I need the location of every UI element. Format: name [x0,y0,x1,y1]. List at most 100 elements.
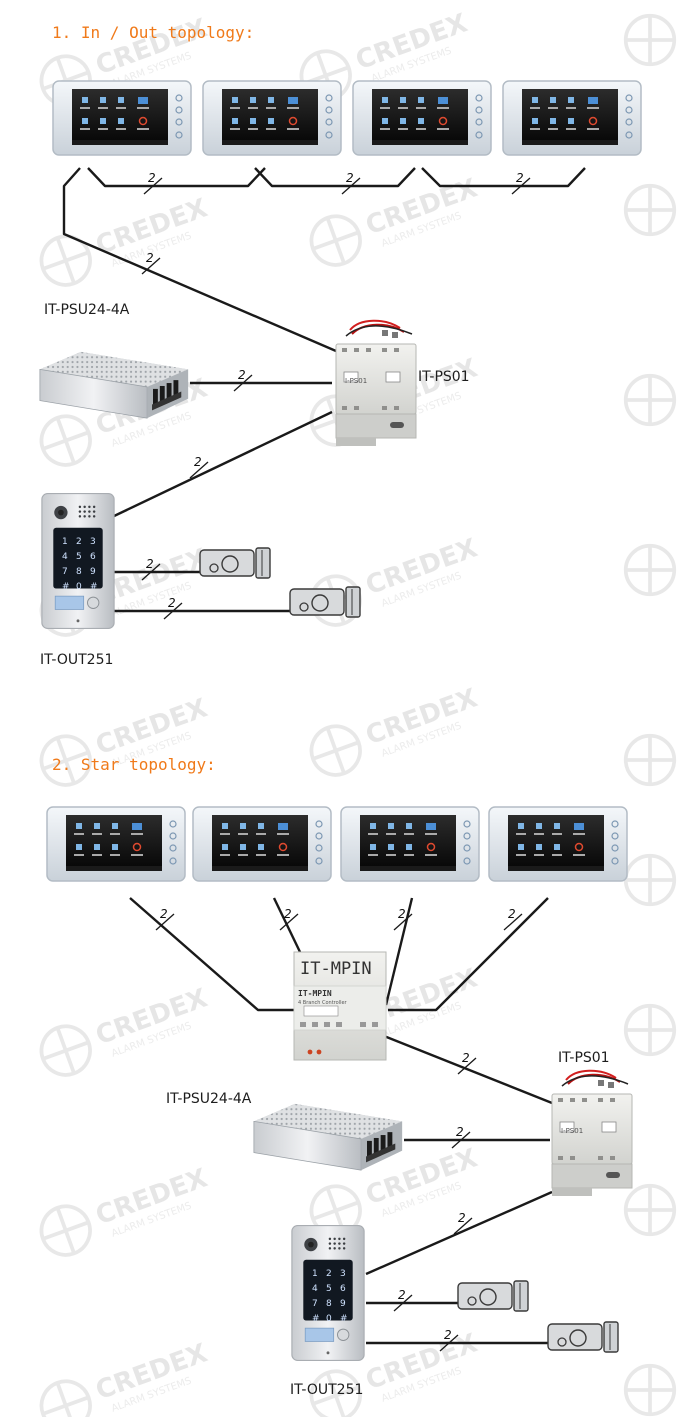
keypad-key: 2 [326,1269,332,1279]
watermark-logo-icon [32,1372,99,1417]
wire-count-tick [141,563,161,581]
wire-count-label: 2 [168,596,176,610]
indoor-monitor-icon [52,80,192,156]
indoor-monitor-icon [340,806,480,882]
keypad-key: 1 [312,1269,318,1279]
indoor-monitor-icon [352,80,492,156]
wire-count-label: 2 [146,557,154,571]
ps-label: IT-PS01 [558,1050,610,1066]
keypad-key: 0 [326,1314,332,1324]
power-supply-unit-icon [253,1103,403,1171]
section1-wires [62,167,586,613]
keypad-key: # [62,582,70,592]
keypad-key: 6 [90,552,96,562]
watermark-logo-icon [623,733,677,787]
keypad-key: 4 [312,1284,318,1294]
mpin-brand-label: IT-MPIN [298,989,332,998]
watermark-logo-icon [623,183,677,237]
keypad-key: # [90,582,98,592]
section2-title: 2. Star topology: [52,755,216,774]
wire-count-label: 2 [458,1211,466,1225]
keypad-key: 7 [312,1299,318,1309]
watermark-logo-icon [32,407,99,474]
wire-count-label: 2 [238,368,246,382]
watermark-logo-icon [623,373,677,427]
wire-count-tick [503,913,523,931]
keypad-key: 9 [340,1299,346,1309]
watermark-logo-icon [302,717,369,784]
branch-controller-icon [293,951,387,1061]
indoor-monitor-icon [46,806,186,882]
watermark-logo-icon [623,13,677,67]
watermark-logo-icon [302,207,369,274]
wire-count-label: 2 [284,907,292,921]
wire-count-tick [451,1131,471,1149]
keypad-key: 5 [76,552,82,562]
wire-count-label: 2 [148,171,156,185]
mpin-label: IT-MPIN [300,959,372,979]
psu-label: IT-PSU24-4A [44,302,130,318]
wire-count-label: 2 [444,1328,452,1342]
watermark-logo-icon [623,1183,677,1237]
watermark-logo-icon [32,1197,99,1264]
wire-count-tick [439,1334,459,1352]
keypad-key: 6 [340,1284,346,1294]
keypad-key: 3 [340,1269,346,1279]
indoor-monitor-icon [488,806,628,882]
keypad-key: # [340,1314,348,1324]
wire-count-tick [457,1057,477,1075]
keypad-key: 7 [62,567,68,577]
door-lock-icon [289,586,361,618]
wire-count-tick [393,1294,413,1312]
door-lock-icon [457,1280,529,1312]
keypad-key: 2 [76,537,82,547]
wire-count-tick [233,374,253,392]
wire-count-tick [341,177,361,195]
watermark-logo-icon [32,227,99,294]
wire-count-label: 2 [194,455,202,469]
wire-count-tick [163,602,183,620]
keypad-key: # [312,1314,320,1324]
ps-brand-label: I-PS01 [345,377,367,385]
keypad-key: 4 [62,552,68,562]
indoor-monitor-icon [202,80,342,156]
wire-count-label: 2 [160,907,168,921]
wire-count-label: 2 [398,907,406,921]
outdoor-label: IT-OUT251 [40,652,113,668]
wire-count-tick [143,177,163,195]
wire-count-label: 2 [456,1125,464,1139]
section2-wires [129,897,553,1345]
outdoor-label: IT-OUT251 [290,1382,363,1398]
power-supply-unit-icon [39,351,189,419]
keypad-key: 8 [326,1299,332,1309]
keypad-key: 5 [326,1284,332,1294]
keypad-key: 0 [76,582,82,592]
section1-title: 1. In / Out topology: [52,23,254,42]
watermark-logo-icon [623,853,677,907]
wire-count-tick [511,177,531,195]
indoor-monitor-icon [502,80,642,156]
watermark-logo-icon [32,1017,99,1084]
ps-brand-label: I-PS01 [561,1127,583,1135]
wire-count-label: 2 [462,1051,470,1065]
wire-count-label: 2 [146,251,154,265]
door-lock-icon [199,547,271,579]
ps-label: IT-PS01 [418,369,470,385]
keypad-key: 8 [76,567,82,577]
mpin-caption: 4 Branch Controller [298,1000,348,1006]
indoor-monitor-icon [192,806,332,882]
wire-count-tick [453,1217,473,1235]
wire-count-tick [141,257,161,275]
psu-label: IT-PSU24-4A [166,1091,252,1107]
watermark-logo-icon [623,1363,677,1417]
keypad-key: 1 [62,537,68,547]
